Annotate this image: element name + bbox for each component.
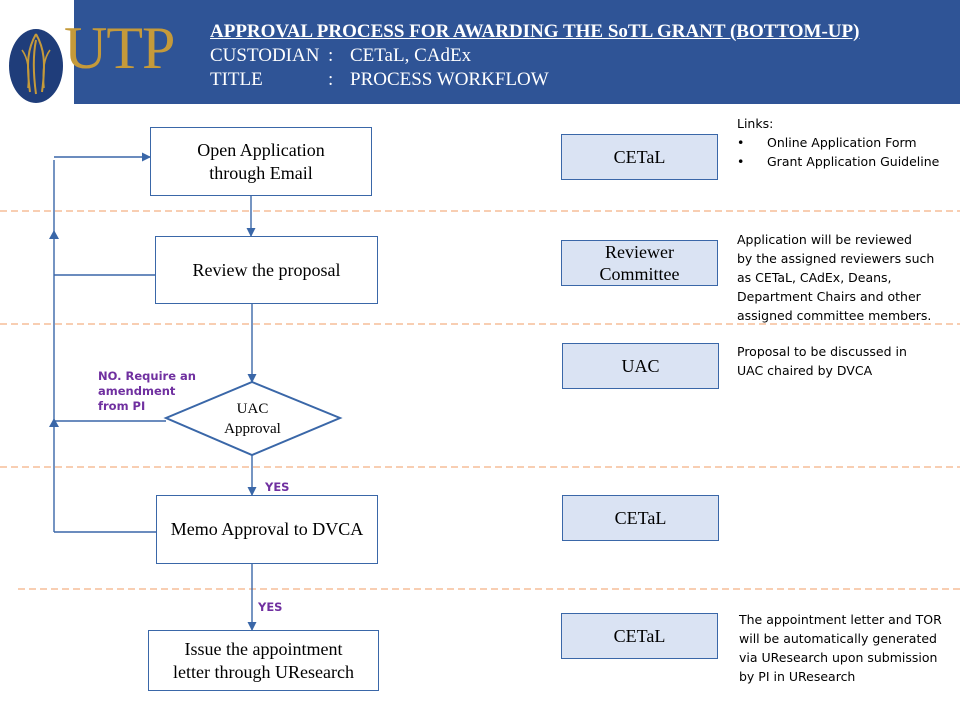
- note-review-line3: as CETaL, CAdEx, Deans,: [737, 270, 892, 285]
- step-issue-letter-line1: Issue the appointment: [184, 638, 343, 659]
- note-review: Application will be reviewed by the assi…: [737, 230, 957, 325]
- step-issue-letter-line2: letter through UResearch: [173, 661, 354, 682]
- role-reviewer-line2: Committee: [599, 264, 680, 284]
- note-appointment-line2: will be automatically generated: [739, 631, 937, 646]
- role-uac: UAC: [562, 343, 719, 389]
- role-reviewer-line1: Reviewer: [605, 242, 674, 262]
- note-review-line4: Department Chairs and other: [737, 289, 921, 304]
- title-separator: :: [328, 69, 334, 90]
- logo-wordmark: UTP: [64, 15, 175, 81]
- note-review-line5: assigned committee members.: [737, 308, 932, 323]
- custodian-separator: :: [328, 45, 334, 66]
- header-band: [74, 0, 960, 104]
- no-label-line2: amendment: [98, 384, 176, 398]
- loop-arrowhead-lower: [49, 418, 59, 427]
- title-value: PROCESS WORKFLOW: [350, 69, 549, 90]
- note-uac-line1: Proposal to be discussed in: [737, 344, 907, 359]
- note-uac-line2: UAC chaired by DVCA: [737, 363, 873, 378]
- link-grant-application-guideline[interactable]: Grant Application Guideline: [737, 152, 955, 171]
- links-list: Online Application Form Grant Applicatio…: [737, 133, 955, 171]
- link-online-application-form[interactable]: Online Application Form: [737, 133, 955, 152]
- yes-label-2: YES: [258, 600, 283, 614]
- step-open-application-line2: through Email: [209, 162, 313, 183]
- step-review-proposal: Review the proposal: [155, 236, 378, 304]
- role-cetal-1: CETaL: [561, 134, 718, 180]
- custodian-value: CETaL, CAdEx: [350, 45, 472, 66]
- decision-line2: Approval: [224, 421, 281, 437]
- note-links: Links: Online Application Form Grant App…: [737, 114, 955, 171]
- step-memo-approval: Memo Approval to DVCA: [156, 495, 378, 564]
- yes-label-1: YES: [265, 480, 290, 494]
- custodian-row: CUSTODIAN: CETaL, CAdEx: [210, 44, 471, 68]
- note-uac: Proposal to be discussed in UAC chaired …: [737, 342, 947, 380]
- note-review-line2: by the assigned reviewers such: [737, 251, 935, 266]
- role-cetal-2: CETaL: [562, 495, 719, 541]
- decision-line1: UAC: [236, 401, 269, 417]
- title-row: TITLE: PROCESS WORKFLOW: [210, 68, 549, 92]
- step-memo-approval-label: Memo Approval to DVCA: [170, 519, 364, 539]
- note-links-heading: Links:: [737, 116, 774, 131]
- note-appointment-line4: by PI in UResearch: [739, 669, 856, 684]
- loop-arrowhead-upper: [49, 230, 59, 239]
- no-label-line1: NO. Require an: [98, 369, 196, 383]
- title-key: TITLE: [210, 69, 263, 90]
- note-appointment: The appointment letter and TOR will be a…: [739, 610, 957, 686]
- role-cetal-3: CETaL: [561, 613, 718, 659]
- decision-diamond: [163, 380, 343, 457]
- note-appointment-line3: via UResearch upon submission: [739, 650, 938, 665]
- step-open-application-line1: Open Application: [197, 139, 325, 160]
- page-title: APPROVAL PROCESS FOR AWARDING THE SoTL G…: [210, 21, 860, 42]
- step-review-proposal-label: Review the proposal: [192, 259, 341, 280]
- note-appointment-line1: The appointment letter and TOR: [739, 612, 942, 627]
- custodian-key: CUSTODIAN: [210, 45, 320, 66]
- note-review-line1: Application will be reviewed: [737, 232, 912, 247]
- logo: [0, 0, 74, 104]
- utp-emblem-icon: [9, 29, 63, 103]
- decision-label: UAC Approval: [195, 399, 310, 439]
- no-label-line3: from PI: [98, 399, 146, 413]
